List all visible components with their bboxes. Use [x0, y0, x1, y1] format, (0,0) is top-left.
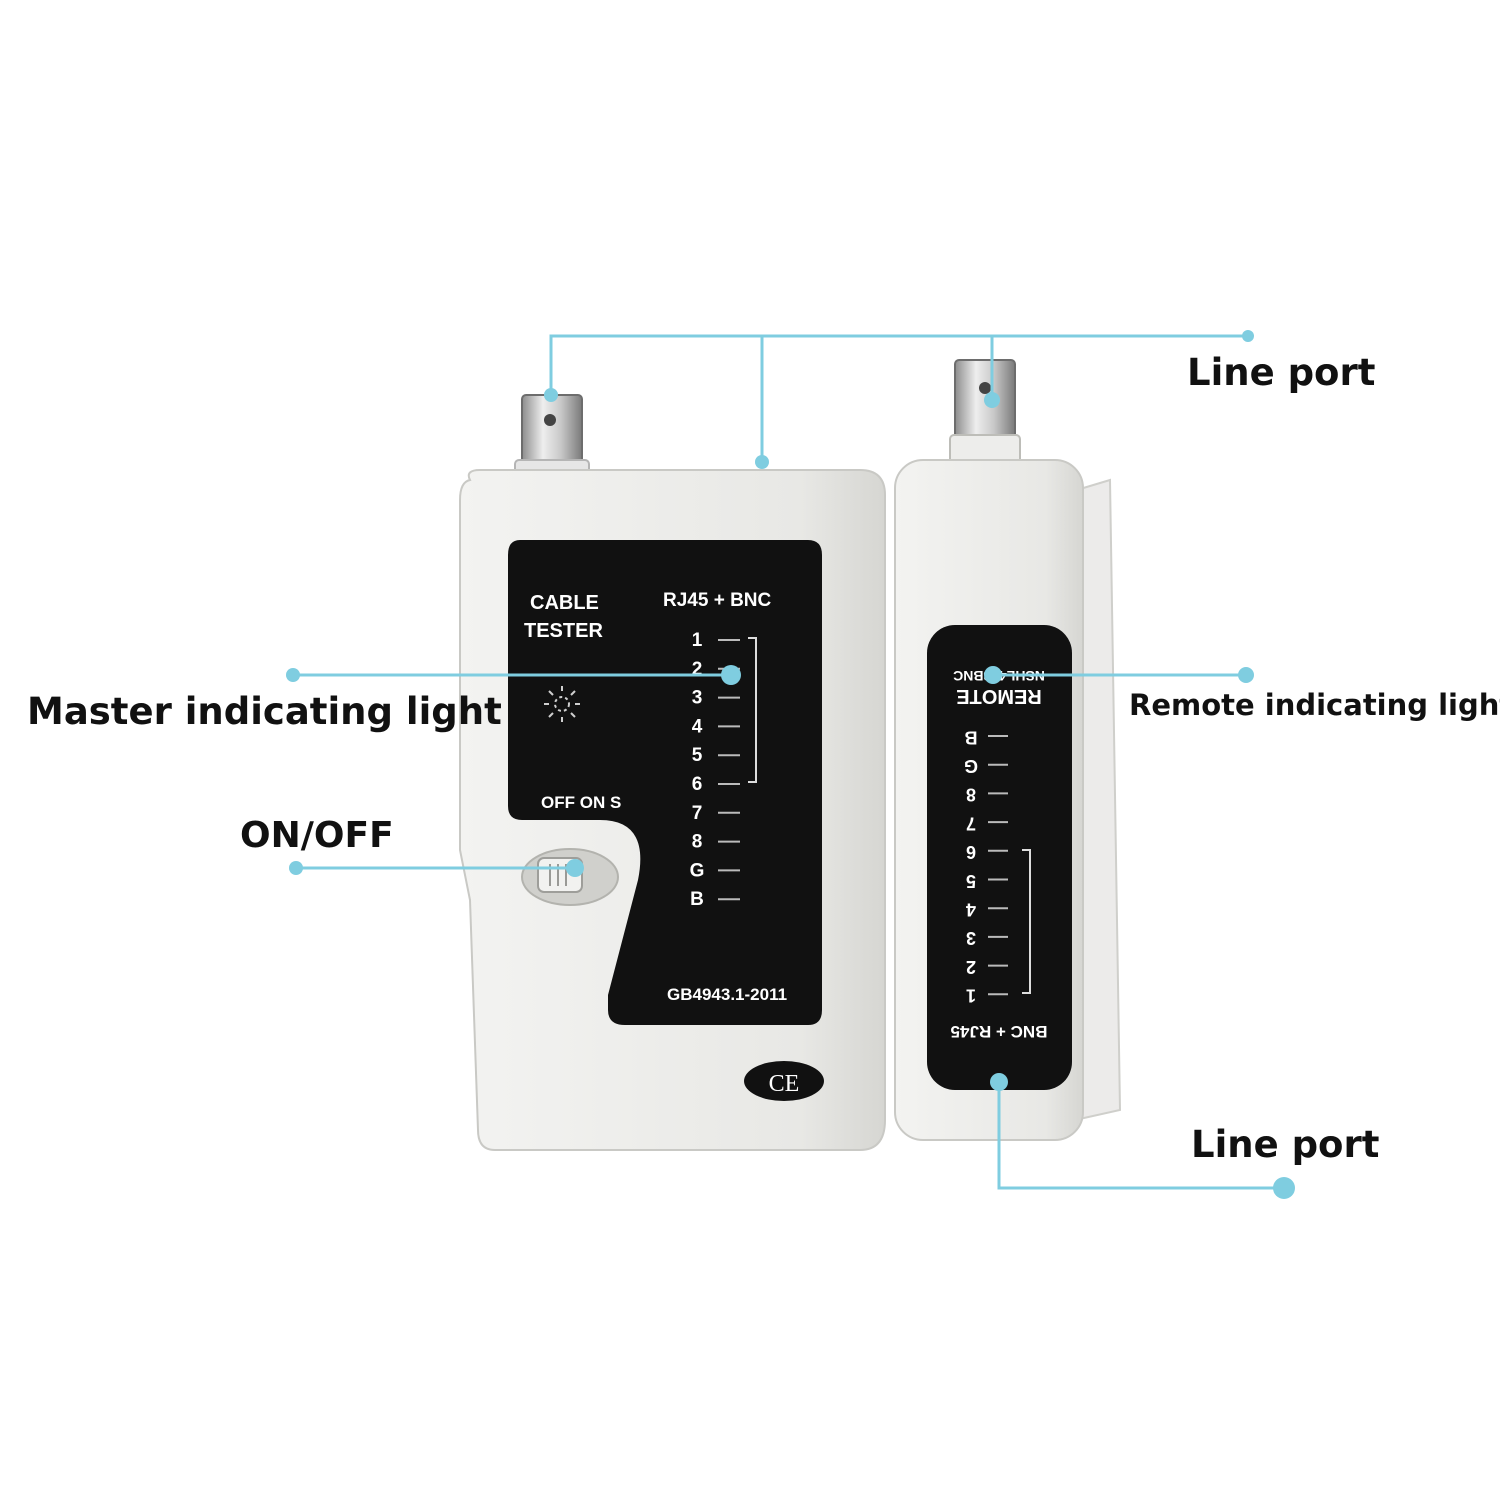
master-mode-label: RJ45 + BNC: [663, 590, 772, 611]
master-twisted-pair-bracket: [748, 637, 757, 783]
callout-master-light: Master indicating light: [27, 690, 502, 733]
remote-mode-label: BNC + RJ45: [951, 1022, 1048, 1041]
master-led-label: 2: [692, 659, 703, 680]
remote-led-label: 3: [966, 928, 976, 948]
remote-led-label: 7: [966, 813, 976, 833]
ce-mark: CE: [769, 1071, 800, 1097]
remote-panel: [927, 625, 1072, 1090]
callout-remote-light: Remote indicating light: [1129, 688, 1500, 722]
master-led-label: B: [690, 889, 704, 910]
master-title-line2: TESTER: [524, 620, 603, 642]
remote-led-label: 1: [966, 986, 976, 1006]
remote-led-label: 6: [966, 842, 976, 862]
master-led-label: 8: [692, 832, 703, 853]
master-led-label: 1: [692, 630, 703, 651]
power-switch[interactable]: [521, 848, 619, 906]
callout-lines: [293, 334, 1284, 1190]
line-port-top-leader: [549, 334, 1248, 395]
master-led-label: 4: [692, 716, 703, 737]
switch-label: OFF ON S: [541, 793, 621, 812]
callout-line-port-bottom: Line port: [1191, 1123, 1380, 1166]
master-led-label: 6: [692, 774, 703, 795]
remote-led-label: G: [964, 756, 978, 776]
remote-led-label: 8: [966, 785, 976, 805]
light-sensor-icon: [544, 686, 580, 722]
master-led-label: 7: [692, 803, 703, 824]
remote-led-list: BG 8 7 6 5 4 3 2 1: [964, 727, 1008, 1006]
master-led-list: 1 2 3 4 5 6 7 8GB: [690, 630, 740, 910]
master-led-label: G: [690, 860, 705, 881]
remote-twisted-pair-bracket: [1022, 849, 1031, 994]
remote-title: REMOTE: [956, 685, 1042, 707]
standard-label: GB4943.1-2011: [667, 985, 787, 1004]
master-title-line1: CABLE: [530, 592, 599, 614]
remote-led-label: 5: [966, 871, 976, 891]
remote-led-label: 2: [966, 957, 976, 977]
line-port-bottom-leader: [997, 1082, 1284, 1190]
remote-led-label: B: [965, 727, 978, 747]
callout-line-port-top: Line port: [1187, 351, 1376, 394]
remote-led-label: 4: [966, 899, 976, 919]
remote-bnc-connector: [949, 359, 1021, 466]
callout-dots: [286, 330, 1295, 1199]
master-panel: [508, 540, 822, 1025]
ce-badge: CE: [744, 1061, 824, 1101]
master-led-label: 5: [692, 745, 703, 766]
callout-on-off: ON/OFF: [240, 815, 394, 856]
master-led-label: 3: [692, 688, 703, 709]
